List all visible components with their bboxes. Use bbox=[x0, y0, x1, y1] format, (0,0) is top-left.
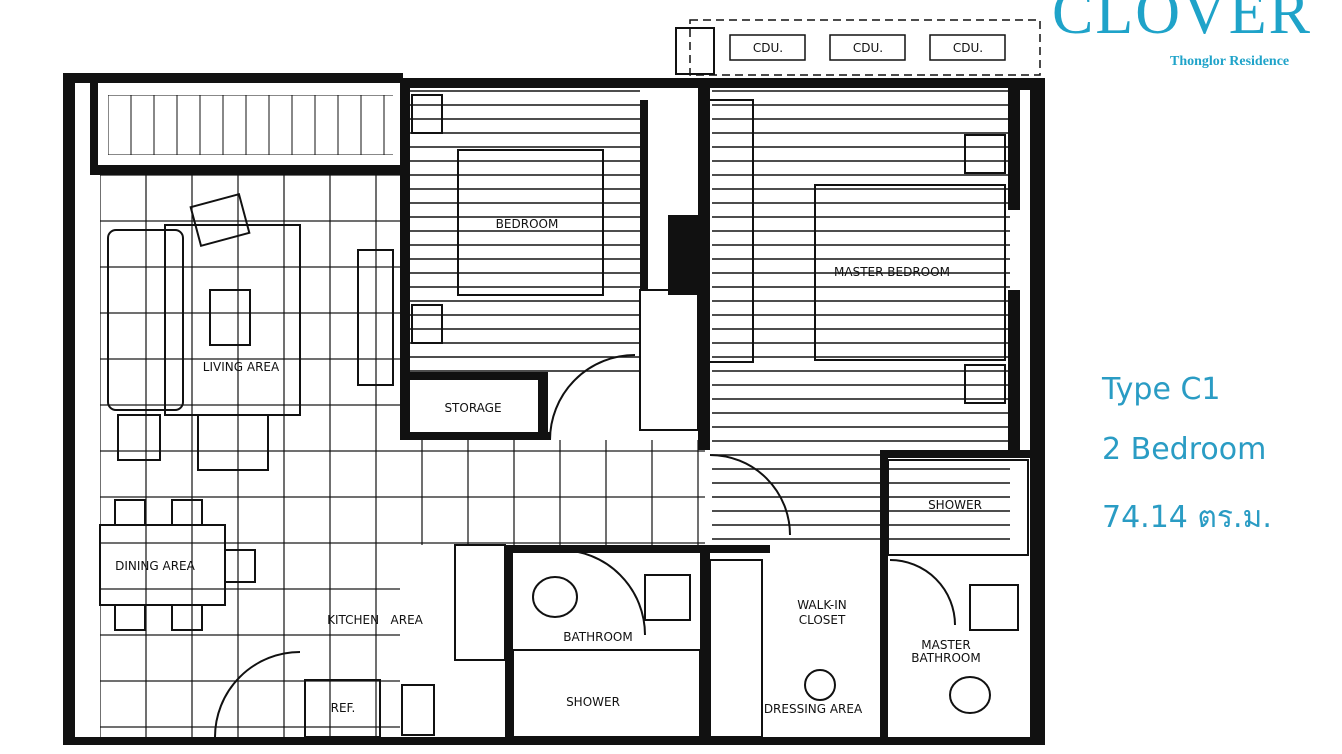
unit-area: 74.14 ตร.ม. bbox=[1102, 500, 1272, 535]
toilet bbox=[532, 576, 578, 618]
tv-console bbox=[357, 249, 394, 386]
walls bbox=[63, 73, 1045, 745]
brand-logo: CLOVER bbox=[1052, 0, 1312, 47]
master-bedroom-floor bbox=[712, 88, 1010, 543]
basin bbox=[644, 574, 691, 621]
armchair bbox=[197, 414, 269, 471]
coffee-table bbox=[209, 289, 251, 346]
cdu-label: CDU. bbox=[753, 41, 783, 55]
door-swing bbox=[549, 354, 636, 441]
wardrobe bbox=[639, 289, 699, 431]
cdu-area: CDU. CDU. CDU. bbox=[675, 19, 1041, 76]
master-bedroom-label: MASTER BEDROOM bbox=[834, 265, 950, 279]
master-toilet bbox=[949, 676, 991, 714]
ref-label: REF. bbox=[331, 701, 356, 715]
brand-subtitle: Thonglor Residence bbox=[1170, 54, 1290, 69]
door-swing bbox=[559, 549, 646, 636]
bathroom-label: BATHROOM bbox=[563, 630, 632, 644]
room-labels: BEDROOM MASTER BEDROOM LIVING AREA STORA… bbox=[115, 217, 982, 716]
unit-type: Type C1 bbox=[1102, 372, 1221, 407]
sofa bbox=[107, 229, 184, 411]
master-bed bbox=[814, 184, 1006, 361]
unit-bedrooms: 2 Bedroom bbox=[1102, 432, 1267, 467]
bed bbox=[457, 149, 604, 296]
living-area-label: LIVING AREA bbox=[203, 360, 280, 374]
storage-label: STORAGE bbox=[444, 401, 501, 415]
kitchen-area-label: KITCHEN AREA bbox=[327, 613, 424, 627]
furniture bbox=[99, 94, 1029, 738]
cdu-label: CDU. bbox=[953, 41, 983, 55]
door-swing bbox=[214, 651, 301, 738]
armchair bbox=[189, 192, 251, 248]
cdu-label: CDU. bbox=[853, 41, 883, 55]
balcony bbox=[108, 95, 393, 155]
walk-in-closet-label: CLOSET bbox=[799, 613, 846, 627]
corridor-floor-tiles bbox=[400, 440, 705, 545]
sink-counter bbox=[454, 544, 506, 661]
master-bathroom-label: BATHROOM bbox=[911, 651, 980, 665]
bedroom-floor bbox=[410, 88, 640, 373]
bedroom-label: BEDROOM bbox=[496, 217, 559, 231]
master-shower-area bbox=[887, 459, 1029, 556]
master-basin bbox=[969, 584, 1019, 631]
lamp-table bbox=[117, 414, 161, 461]
master-bathroom-label: MASTER bbox=[921, 638, 970, 652]
master-shower-label: SHOWER bbox=[928, 498, 982, 512]
door-swing bbox=[709, 454, 791, 536]
walk-in-closet-label: WALK-IN bbox=[797, 598, 847, 612]
dining-area-label: DINING AREA bbox=[115, 559, 196, 573]
dressing-area-label: DRESSING AREA bbox=[764, 702, 863, 716]
closet-rack bbox=[709, 559, 763, 738]
stool bbox=[804, 669, 836, 701]
stove bbox=[401, 684, 435, 736]
master-wardrobe bbox=[707, 99, 754, 363]
shower-area bbox=[512, 649, 701, 738]
refrigerator bbox=[304, 679, 381, 738]
shower-label: SHOWER bbox=[566, 695, 620, 709]
door-swing bbox=[889, 559, 956, 626]
